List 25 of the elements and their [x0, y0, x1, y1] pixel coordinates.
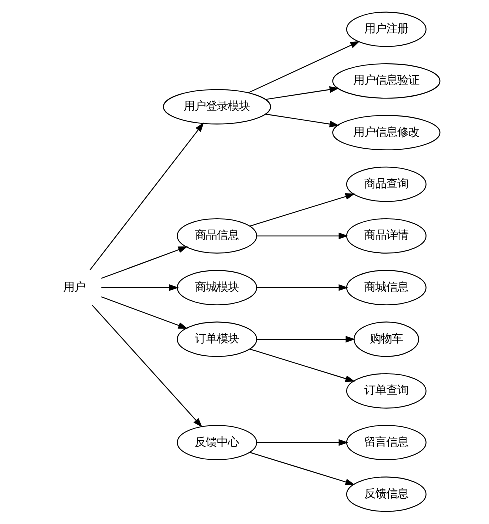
- arrow: [249, 194, 355, 227]
- arrow: [100, 284, 179, 292]
- arrow: [249, 452, 355, 486]
- node-ellipse: 商品详情: [346, 218, 426, 254]
- node-ellipse: 反馈中心: [176, 425, 257, 460]
- arrow: [264, 114, 339, 128]
- node-ellipse: 用户信息验证: [332, 64, 440, 99]
- arrow: [89, 122, 204, 271]
- arrow: [249, 348, 355, 382]
- node-text: 用户: [63, 280, 86, 294]
- arrow: [91, 304, 202, 428]
- node-ellipse: 商城信息: [346, 270, 426, 306]
- arrow: [256, 232, 348, 240]
- node-ellipse: 购物车: [353, 322, 419, 358]
- arrow: [256, 284, 348, 292]
- arrow: [264, 86, 339, 100]
- arrow: [248, 41, 360, 94]
- arrow: [100, 296, 188, 330]
- node-ellipse: 商城模块: [176, 270, 257, 306]
- node-ellipse: 用户信息修改: [332, 115, 440, 151]
- node-ellipse: 用户登录模块: [162, 89, 271, 125]
- arrow: [256, 439, 348, 446]
- arrow: [256, 336, 355, 343]
- arrow: [100, 246, 188, 280]
- node-ellipse: 留言信息: [346, 425, 426, 460]
